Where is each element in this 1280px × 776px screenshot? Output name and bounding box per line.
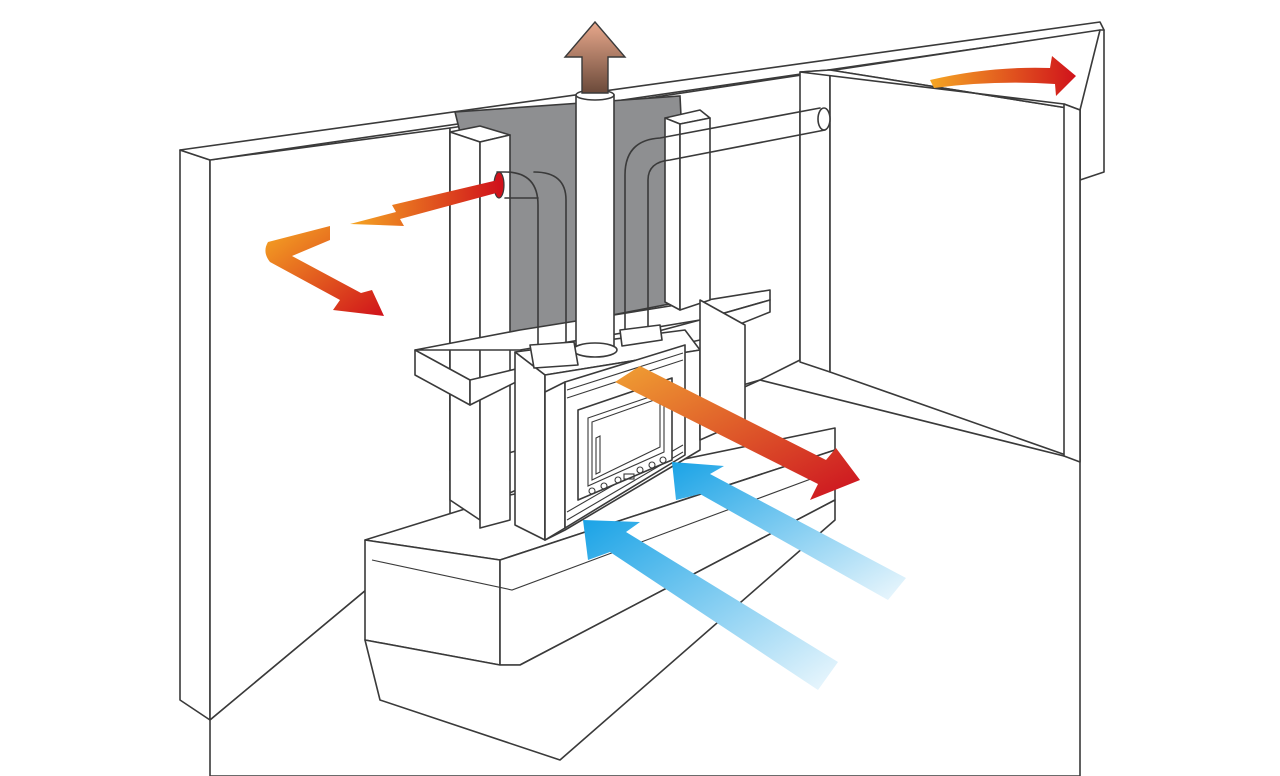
exhaust-arrow bbox=[563, 20, 627, 94]
left-wall bbox=[179, 21, 1105, 721]
left-air-duct bbox=[493, 171, 579, 369]
warm-air-left-duct-arrow bbox=[350, 180, 500, 226]
chimney-flue bbox=[572, 89, 618, 358]
warm-air-front-arrow bbox=[615, 366, 860, 500]
warm-air-right-room-arrow bbox=[930, 56, 1076, 96]
cold-air-intake-upper-arrow bbox=[672, 462, 906, 600]
right-partition-wall bbox=[799, 69, 1081, 463]
left-pillar bbox=[449, 125, 511, 529]
right-air-duct bbox=[619, 107, 831, 347]
warm-air-down-arrow bbox=[265, 226, 384, 316]
cold-air-intake-lower-arrow bbox=[583, 520, 838, 690]
